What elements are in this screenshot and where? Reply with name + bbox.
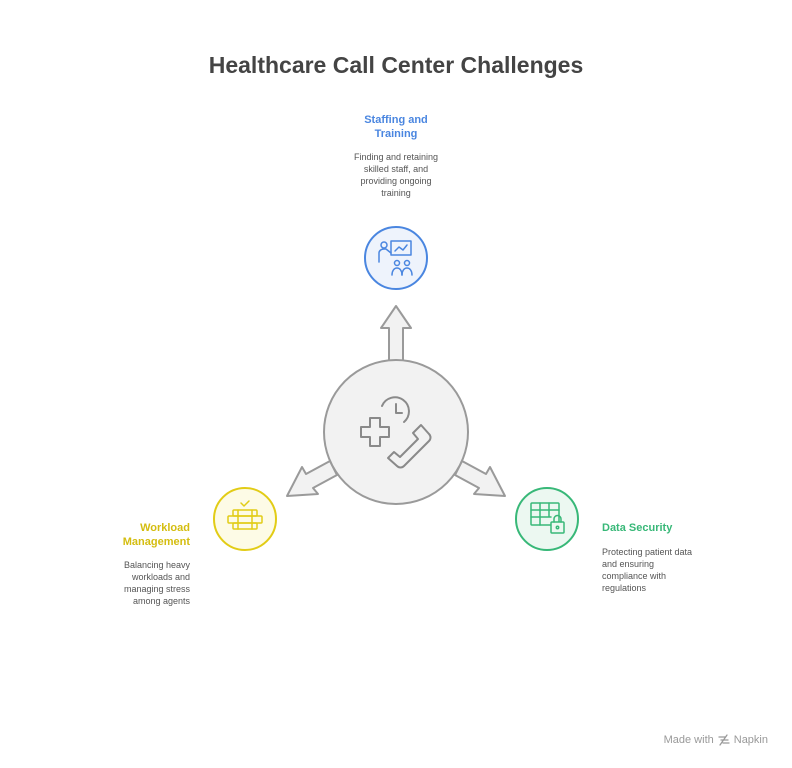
- workload-description: Balancing heavy workloads and managing s…: [123, 560, 190, 606]
- central-hub: [323, 359, 469, 505]
- phone-medical-clock-icon: [360, 396, 432, 469]
- made-with-napkin-footer: Made with Napkin: [664, 734, 768, 746]
- arrow-to-workload: [286, 460, 338, 497]
- teacher-students-icon: [378, 240, 413, 276]
- node-security: [515, 487, 579, 551]
- security-description: Protecting patient data and ensuring com…: [602, 547, 693, 593]
- arrow-to-security: [454, 460, 506, 497]
- made-with-text: Made with: [663, 734, 714, 746]
- napkin-logo-icon: [718, 734, 730, 746]
- node-workload: [213, 487, 277, 551]
- staffing-label: Staffing and Training: [364, 114, 428, 140]
- node-staffing: [364, 226, 428, 290]
- workload-label: Workload Management: [122, 522, 190, 548]
- arrow-to-staffing: [380, 305, 412, 363]
- page-title: Healthcare Call Center Challenges: [208, 52, 584, 78]
- staffing-description: Finding and retaining skilled staff, and…: [353, 152, 439, 198]
- security-label: Data Security: [602, 522, 673, 534]
- table-lock-icon: [530, 502, 565, 534]
- napkin-brand-text: Napkin: [733, 734, 768, 746]
- stacked-tasks-icon: [227, 500, 263, 530]
